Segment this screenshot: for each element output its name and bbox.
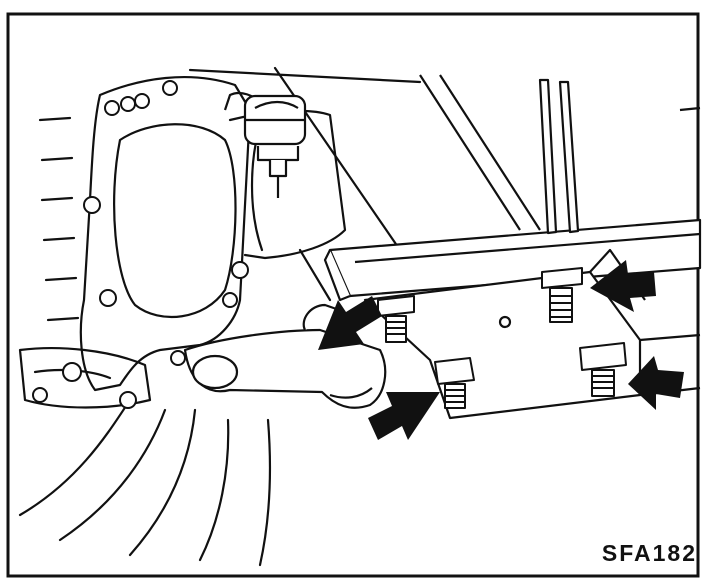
- bolt-icon: [541, 267, 583, 323]
- bolt-icon: [434, 357, 475, 409]
- rubber-mount: [223, 91, 307, 198]
- bolt-icon: [170, 350, 186, 366]
- figure-code-label: SFA182: [601, 540, 697, 566]
- transmission-case: [18, 66, 422, 567]
- figure-frame: [6, 12, 700, 578]
- flange-bolts: [32, 80, 249, 409]
- bolt-icon: [579, 342, 627, 397]
- callout-arrows: [318, 260, 684, 440]
- arrow-icon: [628, 356, 684, 410]
- arrow-icon: [590, 260, 656, 312]
- bolt-icon: [32, 387, 48, 403]
- bolt-icon: [120, 96, 136, 112]
- bolt-icon: [99, 289, 117, 307]
- bolt-icon: [222, 292, 238, 308]
- bolt-icon: [104, 100, 120, 116]
- bolt-icon: [162, 80, 178, 96]
- bolt-icon: [134, 93, 150, 109]
- arrow-icon: [368, 392, 440, 440]
- bolt-icon: [119, 391, 137, 409]
- arrow-icon: [318, 296, 382, 350]
- bolt-icon: [83, 196, 101, 214]
- crossmember: [323, 74, 702, 302]
- bolt-icon: [231, 261, 249, 279]
- bracket-bolts: [377, 267, 627, 409]
- bolt-icon: [62, 362, 82, 382]
- insulator-arm: [183, 303, 387, 409]
